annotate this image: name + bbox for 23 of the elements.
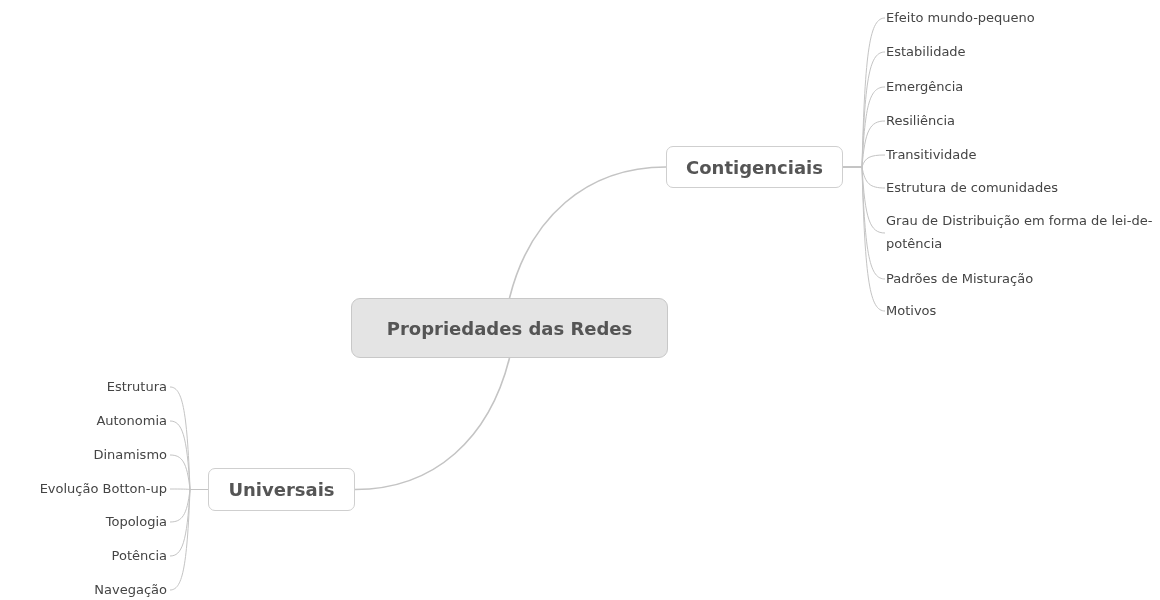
topic-box: Universais — [208, 468, 355, 511]
subtopic-text: Emergência — [886, 75, 964, 99]
connector-line — [169, 489, 209, 591]
connector-line — [842, 166, 886, 312]
subtopic-text: Estabilidade — [886, 40, 966, 64]
subtopic-text: Autonomia — [96, 409, 167, 433]
central-topic-box: Propriedades das Redes — [351, 298, 668, 358]
connector-line — [508, 166, 667, 299]
subtopic-text: Resiliência — [886, 109, 956, 133]
subtopic-text: Potência — [111, 544, 167, 568]
subtopic-text: Topologia — [105, 510, 167, 534]
subtopic-text: Efeito mundo-pequeno — [886, 6, 1035, 30]
subtopic-text: Estrutura — [106, 375, 167, 399]
subtopic-text: Navegação — [94, 578, 167, 600]
subtopic-text: Padrões de Misturação — [886, 267, 1034, 291]
subtopic-text: Transitividade — [886, 143, 977, 167]
subtopic-text: Dinamismo — [93, 443, 167, 467]
topic-box: Contigenciais — [666, 146, 843, 188]
subtopic-text: Evolução Botton-up — [39, 477, 167, 501]
connector-line — [354, 357, 511, 491]
subtopic-text: Grau de Distribuição em forma de lei-de-potência — [886, 210, 1154, 256]
subtopic-text: Motivos — [886, 299, 937, 323]
subtopic-text: Estrutura de comunidades — [886, 176, 1058, 200]
